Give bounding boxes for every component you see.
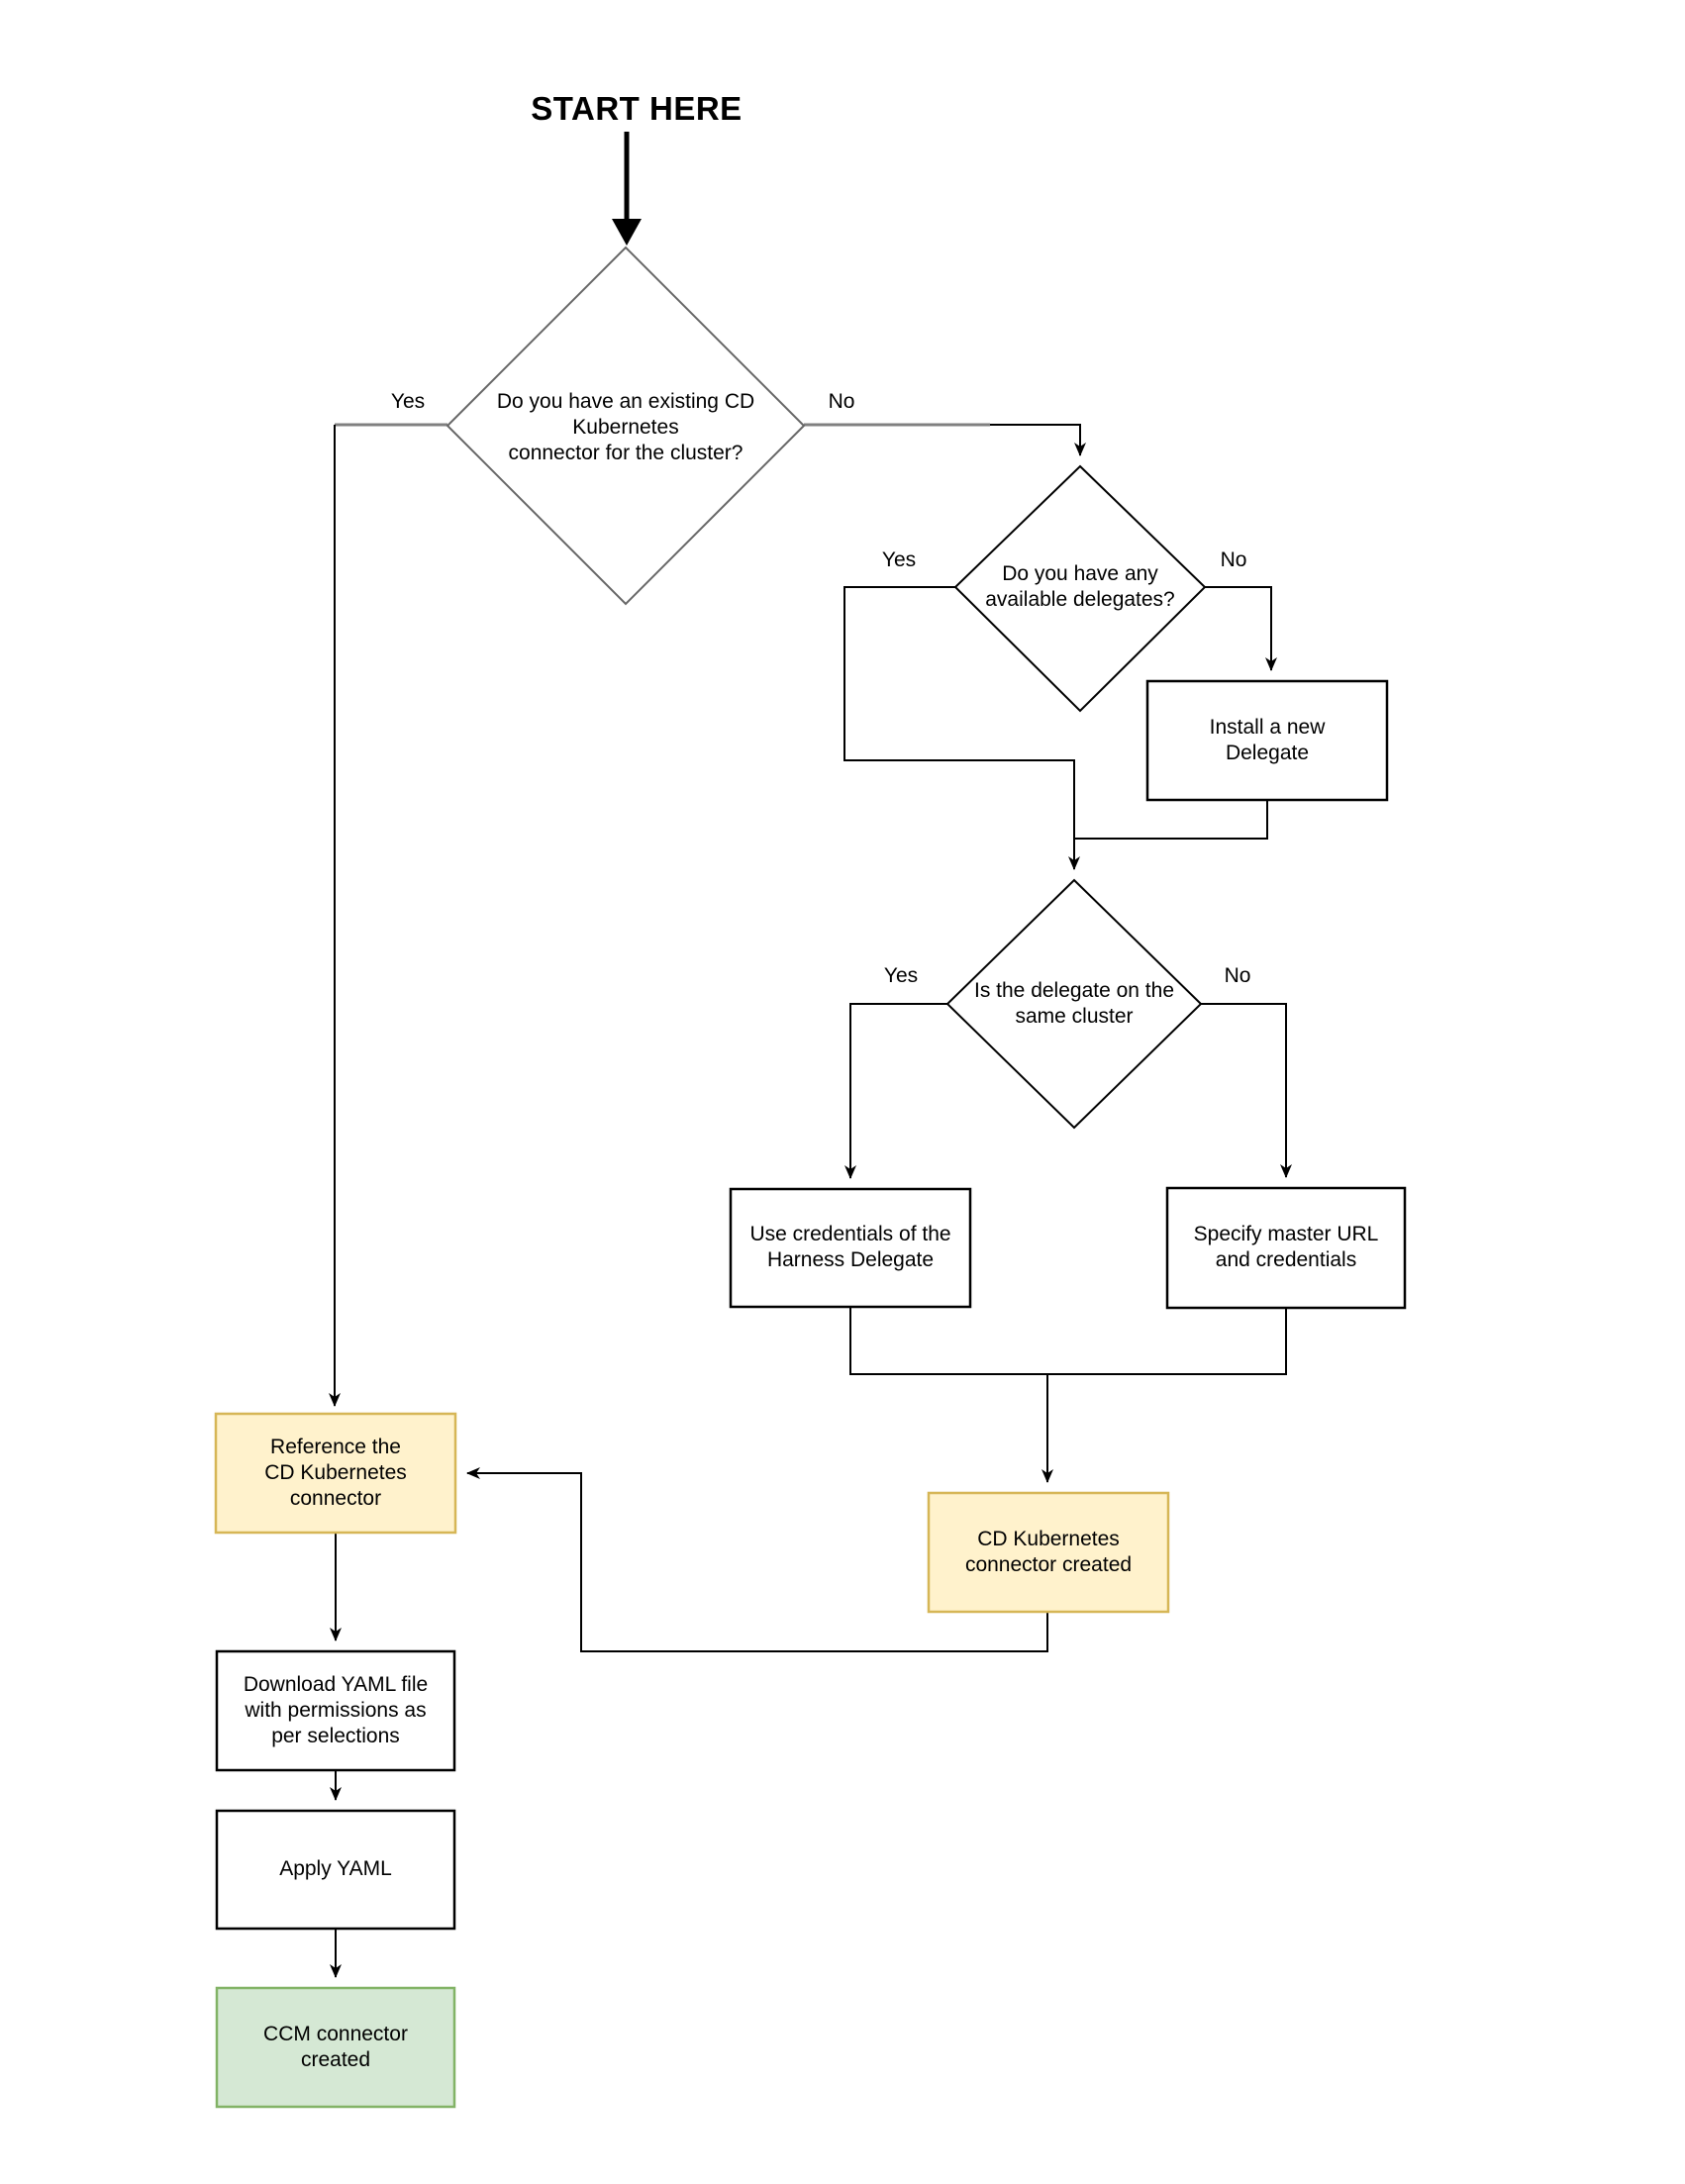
reference-connector-box (214, 1412, 457, 1535)
edge-yes2-line (843, 586, 1080, 870)
edge-install-merge-line (1074, 800, 1268, 840)
start-here-title: START HERE (531, 90, 743, 127)
decision-same-cluster-line2: same cluster (1015, 1005, 1134, 1028)
download-yaml-line3: per selections (271, 1725, 400, 1747)
install-delegate-box (1145, 679, 1389, 802)
reference-connector-line2: CD Kubernetes (264, 1461, 407, 1484)
edge-yes3-label: Yes (883, 964, 919, 987)
decision-same-cluster-line1: Is the delegate on the (974, 979, 1174, 1002)
edge-yes3-line (844, 1003, 947, 1179)
edge-no2-line (1205, 586, 1277, 671)
ccm-connector-created-box (215, 1986, 456, 2109)
specify-master-url-line2: and credentials (1215, 1248, 1357, 1271)
download-yaml-box (215, 1649, 456, 1772)
edge-no3-label: No (1224, 964, 1251, 987)
edge-no1-line (990, 424, 1086, 456)
decision-existing-connector-shape (446, 246, 806, 606)
apply-yaml-line1: Apply YAML (279, 1857, 392, 1880)
cd-connector-created-box (927, 1491, 1170, 1614)
decision-available-delegates-line1: Do you have any (1002, 562, 1158, 585)
decision-same-cluster-label: Is the delegate on the same cluster (974, 978, 1174, 1030)
install-delegate-line2: Delegate (1225, 742, 1310, 764)
decision-existing-connector-line2: Kubernetes (572, 416, 679, 439)
edge-no2-label: No (1220, 548, 1247, 571)
decision-available-delegates-line2: available delegates? (985, 588, 1175, 611)
edge-yes2-label: Yes (881, 548, 917, 571)
use-credentials-line2: Harness Delegate (766, 1248, 935, 1271)
decision-existing-connector-line3: connector for the cluster? (508, 442, 743, 464)
download-yaml-label: Download YAML file with permissions as p… (244, 1672, 428, 1749)
edge-no3-line (1201, 1003, 1292, 1178)
cd-connector-created-line2: connector created (964, 1553, 1133, 1576)
decision-available-delegates-label: Do you have any available delegates? (985, 561, 1174, 613)
reference-connector-line1: Reference the (270, 1436, 401, 1458)
edge-yes1-label: Yes (390, 390, 426, 413)
decision-existing-connector-line1: Do you have an existing CD (496, 390, 755, 413)
reference-connector-label: Reference the CD Kubernetes connector (264, 1435, 407, 1512)
download-yaml-line1: Download YAML file (243, 1673, 429, 1696)
decision-same-cluster-shape (945, 878, 1203, 1130)
download-yaml-line2: with permissions as (245, 1699, 427, 1722)
ccm-connector-created-label: CCM connector created (263, 2022, 408, 2073)
specify-master-url-box (1165, 1186, 1407, 1310)
use-credentials-box (729, 1187, 972, 1309)
reference-connector-line3: connector (289, 1487, 382, 1510)
use-credentials-line1: Use credentials of the (749, 1223, 951, 1245)
cd-connector-created-label: CD Kubernetes connector created (965, 1527, 1132, 1578)
decision-existing-connector-label: Do you have an existing CD Kubernetes co… (497, 389, 754, 466)
start-arrow-head (612, 219, 642, 246)
edge-no1-label: No (828, 390, 855, 413)
use-credentials-label: Use credentials of the Harness Delegate (749, 1222, 950, 1273)
specify-master-url-label: Specify master URL and credentials (1194, 1222, 1379, 1273)
cd-connector-created-line1: CD Kubernetes (977, 1528, 1120, 1550)
apply-yaml-label: Apply YAML (279, 1856, 392, 1882)
ccm-connector-created-line1: CCM connector (263, 2023, 408, 2045)
install-delegate-label: Install a new Delegate (1210, 715, 1326, 766)
edge-credentials-merge-line (849, 1307, 1287, 1375)
ccm-connector-created-line2: created (300, 2048, 371, 2071)
apply-yaml-box (215, 1809, 456, 1931)
specify-master-url-line1: Specify master URL (1193, 1223, 1379, 1245)
install-delegate-line1: Install a new (1209, 716, 1326, 739)
decision-available-delegates-shape (953, 464, 1207, 713)
edge-feedback-line (466, 1467, 1048, 1652)
